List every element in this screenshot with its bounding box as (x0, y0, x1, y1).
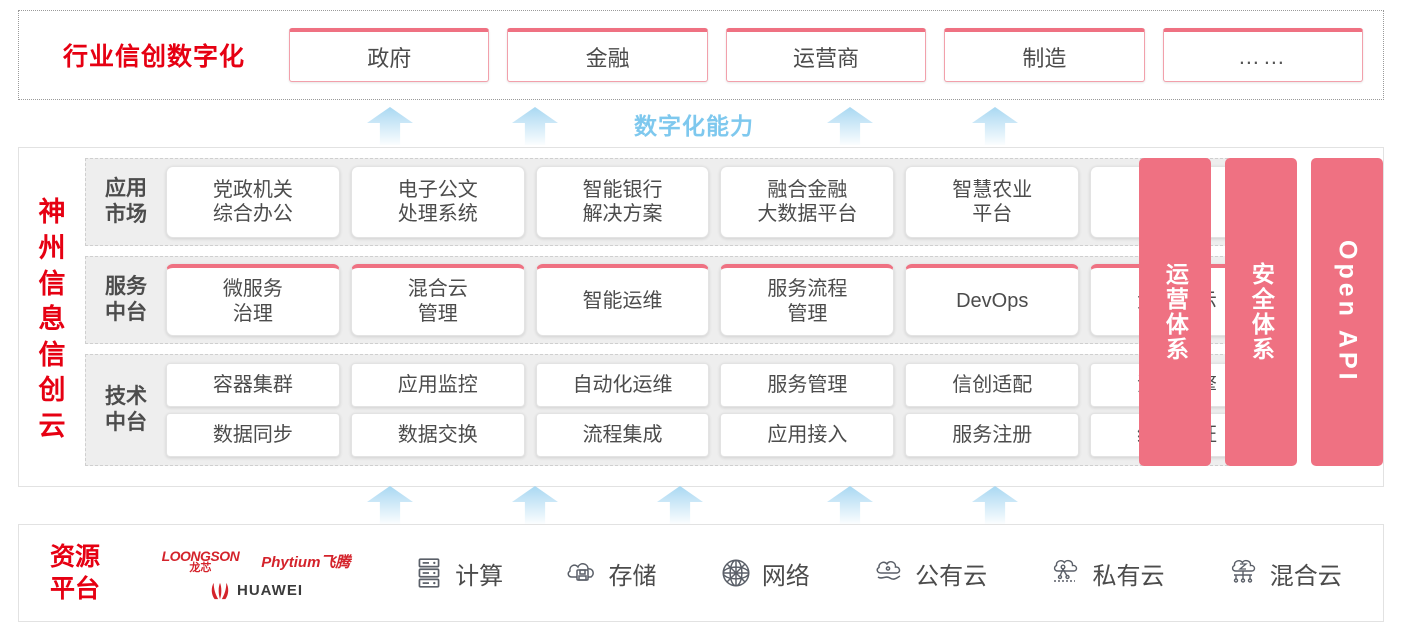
resource-item-label: 混合云 (1269, 562, 1342, 590)
cloud-section-title: 神 州 信 息 信 创 云 (19, 148, 85, 486)
loongson-logo: LOONGSON 龙芯 (161, 547, 240, 574)
server-rack-icon (412, 556, 446, 590)
service-card-intelligent-ops[interactable]: 智能运维 (535, 264, 710, 336)
resource-item-private-cloud[interactable]: 私有云 (1049, 556, 1164, 591)
resource-item-label: 网络 (761, 562, 810, 590)
tech-platform-row-1: 容器集群 应用监控 自动化运维 服务管理 信创适配 流程引擎 (166, 363, 1264, 407)
phytium-logo: Phytium飞腾 (261, 553, 351, 571)
network-globe-icon (719, 556, 753, 590)
layer-label-application-market: 应用 市场 (105, 177, 147, 226)
app-card-finance-bigdata-platform[interactable]: 融合金融大数据平台 (720, 166, 895, 238)
service-card-microservice-governance[interactable]: 微服务治理 (166, 264, 340, 336)
app-card-e-document-system[interactable]: 电子公文处理系统 (350, 166, 525, 238)
app-card-smart-agriculture-platform[interactable]: 智慧农业平台 (905, 166, 1080, 238)
upward-arrow-icon (512, 107, 558, 145)
industry-tab-list: 政府 金融 运营商 制造 …… (289, 28, 1383, 82)
upward-arrow-icon (367, 486, 413, 524)
pillar-security[interactable]: 安全体系 (1225, 158, 1297, 466)
upward-arrow-icon (657, 486, 703, 524)
layer-application-market: 应用 市场 党政机关综合办公 电子公文处理系统 智能银行解决方案 (85, 158, 1273, 246)
cloud-title-char: 息 (38, 304, 66, 335)
industry-tab-manufacturing[interactable]: 制造 (944, 28, 1145, 82)
resource-item-label: 存储 (608, 562, 657, 590)
upward-arrow-icon (512, 486, 558, 524)
layer-service-platform: 服务 中台 微服务治理 混合云管理 智能运维 (85, 256, 1273, 344)
tech-platform-row-2: 数据同步 数据交换 流程集成 应用接入 服务注册 统一认证 (166, 413, 1264, 457)
layer-tech-platform: 技术 中台 容器集群 应用监控 自动化运维 服务管理 信创适配 流程引擎 数据同… (85, 354, 1273, 466)
layer-label-tech-platform: 技术 中台 (105, 385, 147, 434)
industry-band: 行业信创数字化 政府 金融 运营商 制造 …… (18, 10, 1384, 100)
service-card-service-process-management[interactable]: 服务流程管理 (720, 264, 895, 336)
tech-card-xinchuang-adaptation[interactable]: 信创适配 (905, 363, 1080, 407)
resource-item-list: 计算 存储 (381, 556, 1383, 591)
tech-card-process-integration[interactable]: 流程集成 (535, 413, 710, 457)
pillar-open-api-label: Open API (1333, 240, 1362, 384)
industry-tab-government[interactable]: 政府 (289, 28, 490, 82)
upward-arrow-icon (367, 107, 413, 145)
resource-item-network[interactable]: 网络 (719, 556, 810, 591)
resource-band-title: 资源 平台 (49, 542, 100, 604)
tech-card-container-cluster[interactable]: 容器集群 (166, 363, 340, 407)
application-market-cards: 党政机关综合办公 电子公文处理系统 智能银行解决方案 融合金融大数据平台 智慧农 (166, 166, 1272, 238)
service-card-hybrid-cloud-management[interactable]: 混合云管理 (350, 264, 525, 336)
app-card-government-office[interactable]: 党政机关综合办公 (166, 166, 340, 238)
upward-arrow-icon (827, 486, 873, 524)
resource-arrow-gap (18, 486, 1384, 524)
tech-platform-cards: 容器集群 应用监控 自动化运维 服务管理 信创适配 流程引擎 数据同步 数据交换… (166, 363, 1272, 457)
cloud-title-char: 云 (38, 411, 66, 442)
cloud-side-pillars: 运营体系 安全体系 Open API (1121, 158, 1383, 466)
industry-band-title: 行业信创数字化 (62, 43, 245, 71)
vendor-logo-group: LOONGSON 龙芯 Phytium飞腾 HUAWEI (131, 547, 381, 600)
tech-card-service-management[interactable]: 服务管理 (720, 363, 895, 407)
huawei-petal-icon (209, 582, 231, 600)
pillar-open-api[interactable]: Open API (1311, 158, 1383, 466)
tech-card-application-monitoring[interactable]: 应用监控 (350, 363, 525, 407)
service-card-devops[interactable]: DevOps (905, 264, 1080, 336)
resource-item-compute[interactable]: 计算 (412, 556, 503, 591)
tech-card-data-exchange[interactable]: 数据交换 (350, 413, 525, 457)
industry-tab-more[interactable]: …… (1162, 28, 1364, 82)
cloud-title-char: 信 (38, 339, 66, 370)
huawei-logo: HUAWEI (209, 582, 303, 600)
upward-arrow-icon (827, 107, 873, 145)
tech-card-automated-ops[interactable]: 自动化运维 (535, 363, 710, 407)
industry-tab-finance[interactable]: 金融 (507, 28, 708, 82)
public-cloud-icon (872, 556, 906, 590)
tech-card-service-registry[interactable]: 服务注册 (905, 413, 1080, 457)
cloud-layers: 应用 市场 党政机关综合办公 电子公文处理系统 智能银行解决方案 (85, 148, 1383, 486)
cloud-title-char: 神 (38, 197, 66, 228)
pillar-operations[interactable]: 运营体系 (1139, 158, 1211, 466)
resource-item-label: 公有云 (915, 562, 988, 590)
resource-item-hybrid-cloud[interactable]: 混合云 (1227, 556, 1342, 591)
cloud-title-char: 州 (38, 232, 66, 263)
resource-item-label: 私有云 (1092, 562, 1165, 590)
hybrid-cloud-icon (1227, 556, 1261, 590)
private-cloud-icon (1049, 556, 1083, 590)
app-card-smart-bank-solution[interactable]: 智能银行解决方案 (535, 166, 710, 238)
tech-card-data-sync[interactable]: 数据同步 (166, 413, 340, 457)
capability-label: 数字化能力 (634, 113, 754, 139)
cloud-title-char: 信 (38, 268, 66, 299)
upward-arrow-icon (972, 107, 1018, 145)
industry-tab-carrier[interactable]: 运营商 (725, 28, 927, 82)
service-platform-cards: 微服务治理 混合云管理 智能运维 服务流程管理 DevOps (166, 264, 1272, 336)
cloud-title-char: 创 (38, 375, 66, 406)
cloud-storage-icon (565, 556, 599, 590)
resource-item-public-cloud[interactable]: 公有云 (872, 556, 987, 591)
tech-card-application-access[interactable]: 应用接入 (720, 413, 895, 457)
resource-item-label: 计算 (455, 562, 504, 590)
cloud-section: 神 州 信 息 信 创 云 应用 市场 党政机关综合办公 (18, 147, 1384, 487)
upward-arrow-icon (972, 486, 1018, 524)
capability-arrow-gap: 数字化能力 (18, 101, 1384, 145)
pillar-security-label: 安全体系 (1248, 262, 1275, 362)
pillar-operations-label: 运营体系 (1162, 262, 1189, 362)
resource-item-storage[interactable]: 存储 (565, 556, 656, 591)
layer-label-service-platform: 服务 中台 (105, 275, 147, 324)
resource-band: 资源 平台 LOONGSON 龙芯 Phytium飞腾 (18, 524, 1384, 622)
